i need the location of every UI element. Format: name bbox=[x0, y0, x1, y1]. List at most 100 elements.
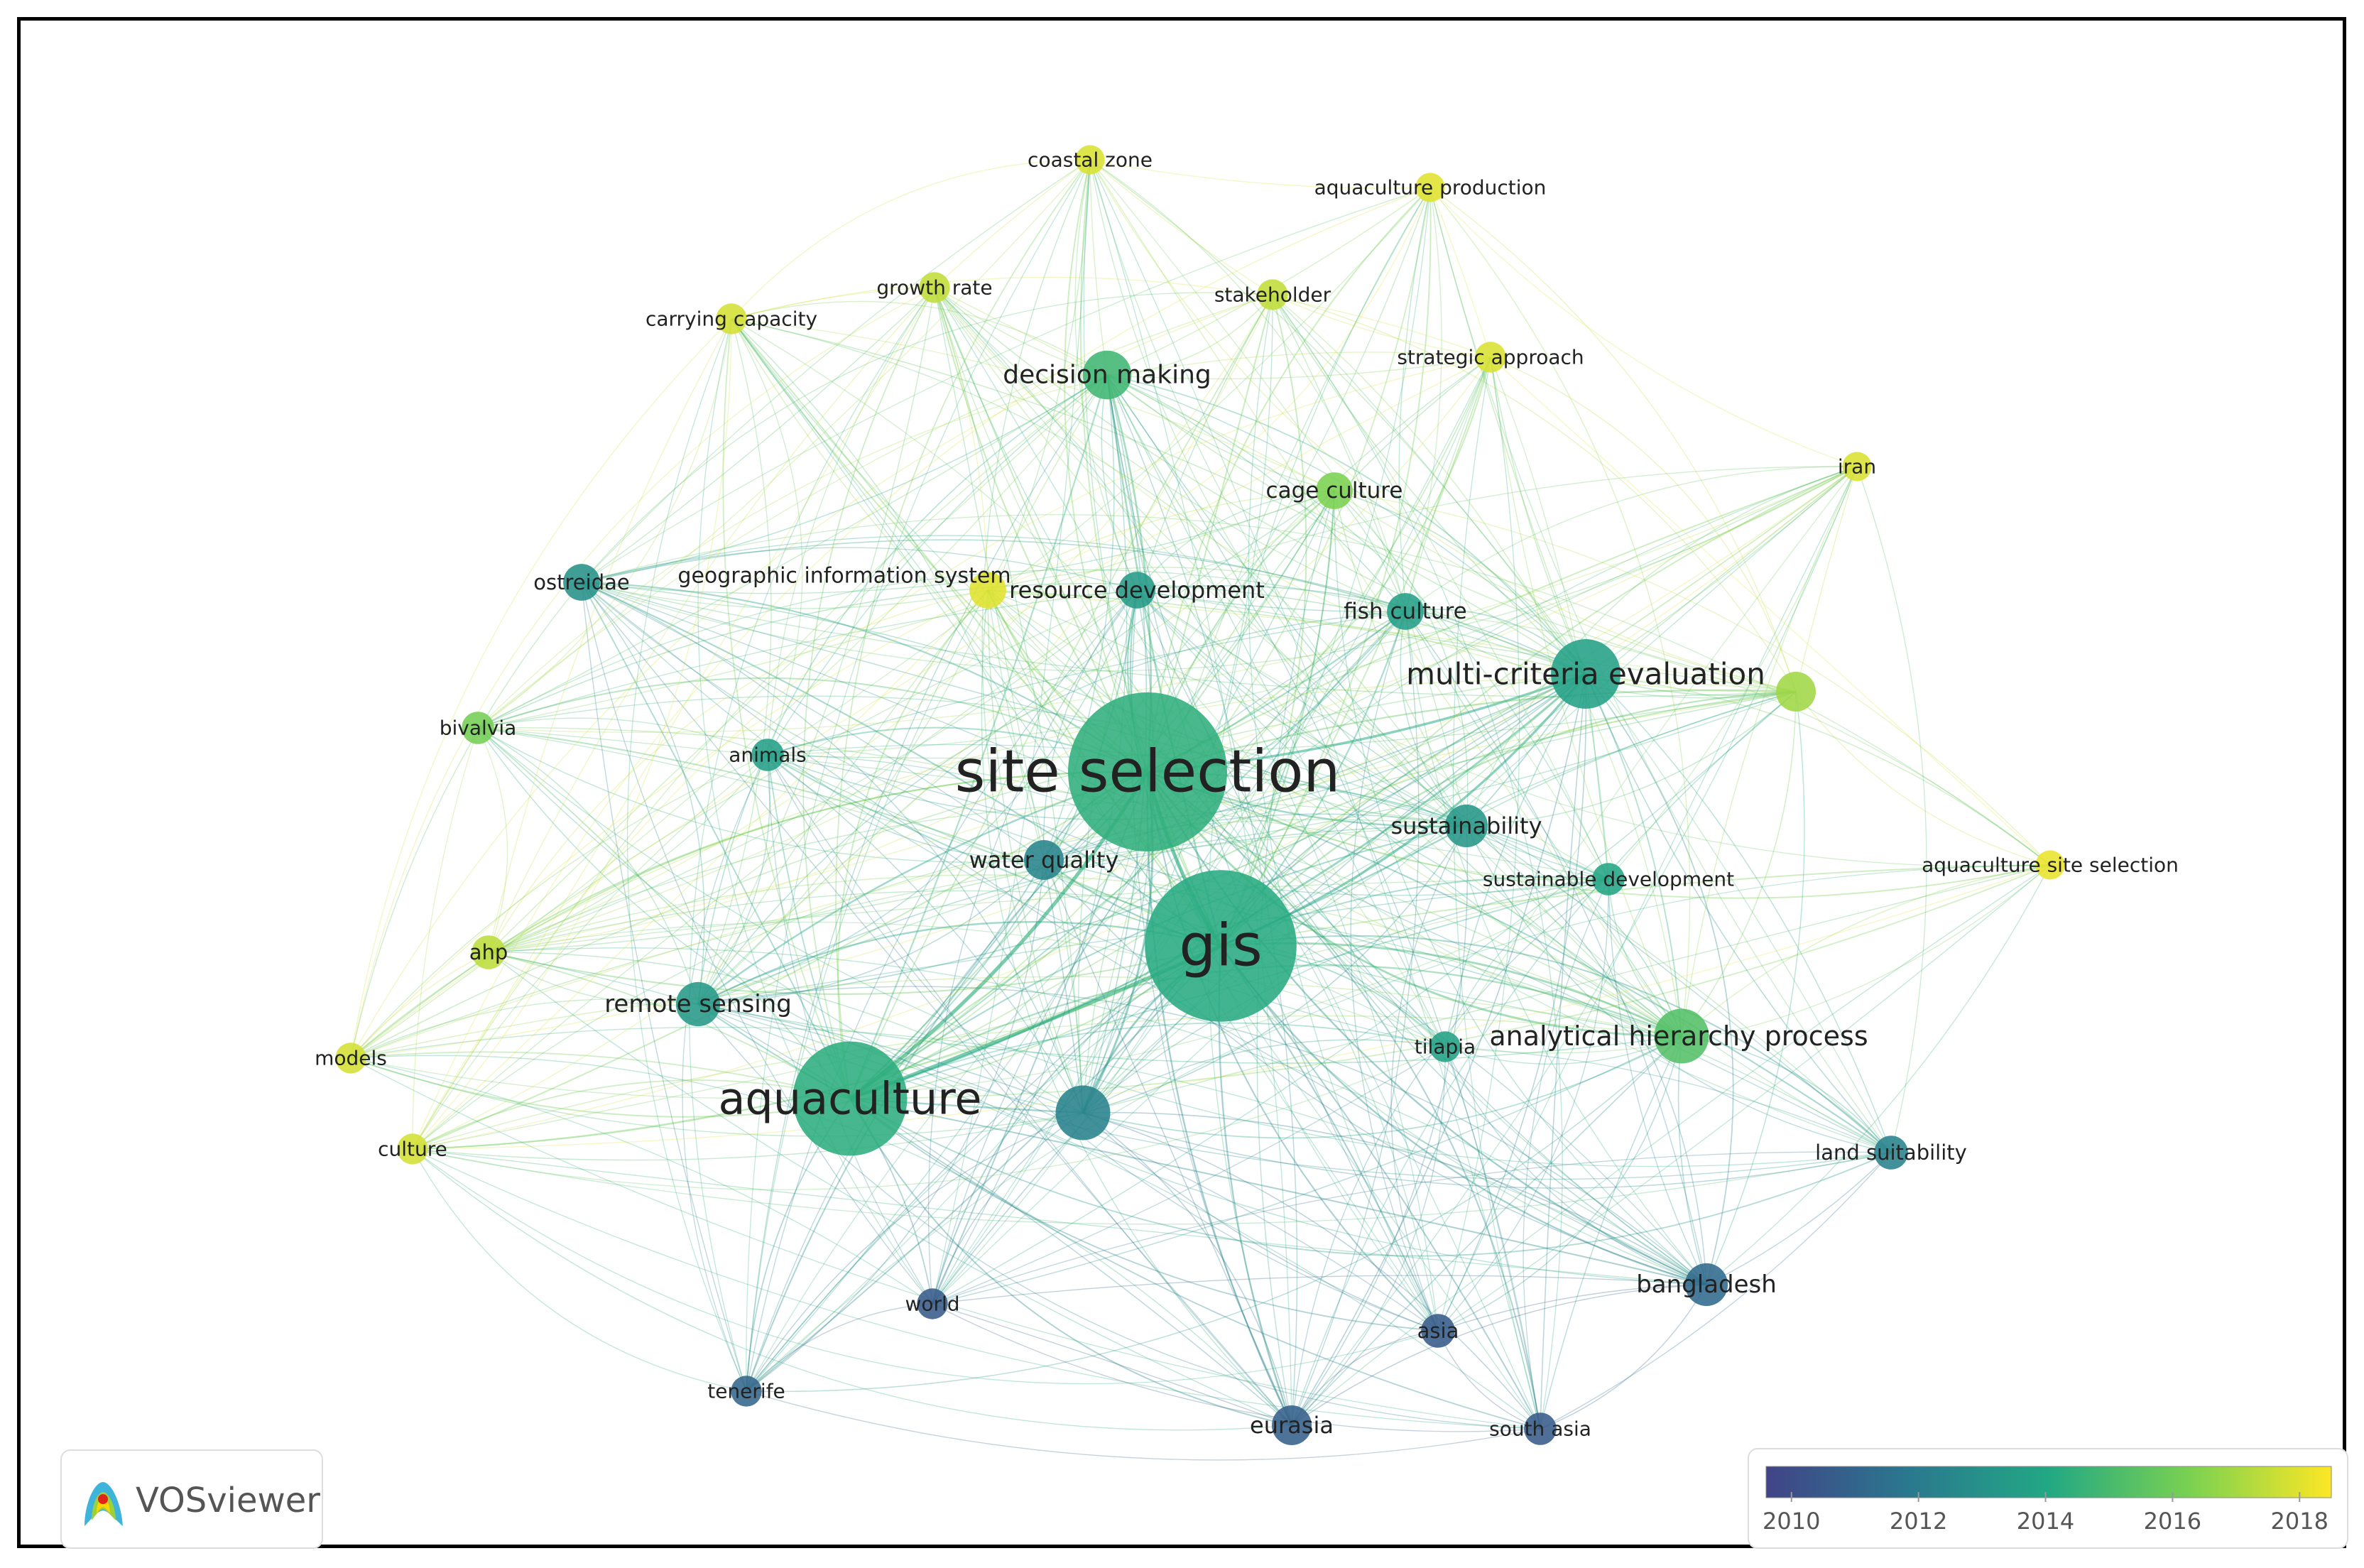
node-asia[interactable] bbox=[1421, 1314, 1455, 1348]
node-sustainability[interactable] bbox=[1444, 804, 1488, 848]
link-bangladesh-fish-culture bbox=[1405, 611, 1707, 1285]
link-south-asia-sustainable-development bbox=[1523, 878, 1609, 1430]
node-unlabeled-blue[interactable] bbox=[1055, 1085, 1111, 1140]
node-unlabeled-green[interactable] bbox=[1776, 672, 1816, 712]
node-growth-rate[interactable] bbox=[919, 272, 950, 303]
link-asia-sustainable-development bbox=[1437, 878, 1609, 1332]
link-ahp-animals bbox=[488, 754, 768, 953]
node-culture[interactable] bbox=[397, 1133, 428, 1165]
link-gis-aquaculture-production bbox=[1220, 187, 1432, 947]
link-aquaculture-iran bbox=[849, 466, 1858, 1099]
vosviewer-logo-text: VOSviewer bbox=[136, 1481, 321, 1520]
link-analytical-hierarchy-process-south-asia bbox=[1540, 1035, 1682, 1430]
node-models[interactable] bbox=[335, 1042, 366, 1074]
link-remote-sensing-water-quality bbox=[697, 859, 1045, 1005]
link-gis-ahp bbox=[488, 945, 1221, 995]
link-tilapia-carrying-capacity bbox=[731, 318, 1446, 1047]
link-decision-making-sustainability bbox=[1106, 374, 1467, 827]
link-gis-south-asia bbox=[1220, 945, 1541, 1430]
node-land-suitability[interactable] bbox=[1874, 1136, 1908, 1170]
link-unlabeled-blue-aquaculture-site-selection bbox=[1082, 864, 2051, 1114]
node-ahp[interactable] bbox=[472, 935, 506, 969]
node-aquaculture-production[interactable] bbox=[1415, 173, 1445, 202]
link-south-asia-world bbox=[932, 1303, 1541, 1432]
node-remote-sensing[interactable] bbox=[675, 981, 721, 1027]
legend-tick-label: 2010 bbox=[1763, 1508, 1820, 1535]
link-geographic-information-system-models bbox=[350, 589, 988, 1059]
link-ahp-models bbox=[350, 952, 489, 1059]
link-analytical-hierarchy-process-aquaculture-production bbox=[1429, 187, 1691, 1037]
node-geographic-information-system[interactable] bbox=[969, 572, 1006, 609]
node-ostreidae[interactable] bbox=[563, 564, 600, 601]
node-multi-criteria-evaluation[interactable] bbox=[1551, 639, 1621, 709]
link-unlabeled-green-growth-rate bbox=[934, 287, 1797, 693]
keyword-network[interactable]: site selectiongisaquaculturemulti-criter… bbox=[21, 21, 2350, 1552]
node-strategic-approach[interactable] bbox=[1475, 342, 1506, 373]
link-aquaculture-coastal-zone bbox=[835, 159, 1091, 1099]
link-site-selection-south-asia bbox=[1147, 771, 1542, 1430]
node-south-asia[interactable] bbox=[1524, 1412, 1557, 1445]
node-analytical-hierarchy-process[interactable] bbox=[1654, 1008, 1709, 1064]
node-bivalvia[interactable] bbox=[462, 712, 494, 744]
node-tilapia[interactable] bbox=[1429, 1031, 1461, 1062]
node-coastal-zone[interactable] bbox=[1075, 145, 1105, 175]
node-water-quality[interactable] bbox=[1024, 840, 1064, 880]
link-site-selection-culture bbox=[412, 771, 1148, 1150]
link-tenerife-culture bbox=[412, 1148, 747, 1392]
link-resource-development-sustainable-development bbox=[1136, 589, 1609, 880]
node-stakeholder[interactable] bbox=[1257, 279, 1288, 310]
node-bangladesh[interactable] bbox=[1684, 1263, 1728, 1307]
link-eurasia-geographic-information-system bbox=[981, 589, 1292, 1426]
label-site-selection: site selection bbox=[955, 739, 1341, 806]
link-remote-sensing-sustainability bbox=[697, 825, 1467, 1005]
link-unlabeled-blue-strategic-approach bbox=[1082, 356, 1491, 1114]
link-gis-decision-making bbox=[1106, 374, 1222, 947]
node-aquaculture-site-selection[interactable] bbox=[2035, 850, 2065, 880]
link-eurasia-ostreidae bbox=[581, 582, 1292, 1426]
node-tenerife[interactable] bbox=[731, 1376, 762, 1407]
link-analytical-hierarchy-process-coastal-zone bbox=[1089, 159, 1682, 1037]
link-gis-aquaculture-site-selection bbox=[1220, 864, 2051, 947]
link-analytical-hierarchy-process-models bbox=[350, 976, 1682, 1059]
link-ostreidae-coastal-zone bbox=[581, 159, 1091, 583]
link-multi-criteria-evaluation-models bbox=[350, 673, 1586, 1059]
link-cage-culture-ahp bbox=[488, 490, 1335, 953]
link-eurasia-coastal-zone bbox=[1089, 159, 1292, 1426]
link-bangladesh-world bbox=[932, 1275, 1707, 1305]
link-cage-culture-tenerife bbox=[746, 490, 1335, 1392]
link-site-selection-world bbox=[932, 771, 1148, 1305]
link-fish-culture-animals bbox=[767, 611, 1406, 756]
link-ostreidae-tenerife bbox=[581, 582, 747, 1392]
vosviewer-logo: VOSviewer bbox=[60, 1449, 323, 1549]
node-aquaculture[interactable] bbox=[792, 1041, 908, 1156]
node-animals[interactable] bbox=[751, 739, 784, 771]
link-decision-making-coastal-zone bbox=[1089, 159, 1108, 376]
link-tenerife-strategic-approach bbox=[746, 356, 1491, 1392]
node-gis[interactable] bbox=[1145, 870, 1297, 1022]
link-aquaculture-aquaculture-production bbox=[849, 187, 1431, 1099]
link-coastal-zone-growth-rate bbox=[934, 159, 1091, 288]
node-resource-development[interactable] bbox=[1118, 572, 1155, 609]
link-unlabeled-blue-animals bbox=[767, 754, 1084, 1114]
link-aquaculture-decision-making bbox=[849, 374, 1109, 1099]
link-multi-criteria-evaluation-tenerife bbox=[746, 673, 1586, 1392]
link-unlabeled-blue-unlabeled-green bbox=[1082, 691, 1797, 1114]
node-fish-culture[interactable] bbox=[1387, 593, 1424, 630]
link-unlabeled-blue-coastal-zone bbox=[981, 159, 1091, 1114]
link-cage-culture-carrying-capacity bbox=[731, 318, 1335, 491]
color-scale-bar bbox=[1765, 1466, 2332, 1498]
node-world[interactable] bbox=[917, 1288, 948, 1319]
node-iran[interactable] bbox=[1842, 452, 1872, 481]
link-geographic-information-system-sustainable-development bbox=[987, 589, 1609, 880]
link-resource-development-culture bbox=[412, 589, 1138, 1150]
link-remote-sensing-unlabeled-green bbox=[697, 691, 1797, 1005]
node-site-selection[interactable] bbox=[1068, 692, 1227, 851]
node-eurasia[interactable] bbox=[1272, 1405, 1312, 1445]
node-cage-culture[interactable] bbox=[1316, 472, 1353, 509]
node-sustainable-development[interactable] bbox=[1592, 863, 1625, 895]
node-decision-making[interactable] bbox=[1082, 350, 1132, 400]
link-geographic-information-system-ahp bbox=[488, 589, 988, 953]
label-cage-culture: cage culture bbox=[1266, 478, 1403, 503]
node-carrying-capacity[interactable] bbox=[716, 303, 747, 334]
label-sustainability: sustainability bbox=[1390, 812, 1542, 839]
